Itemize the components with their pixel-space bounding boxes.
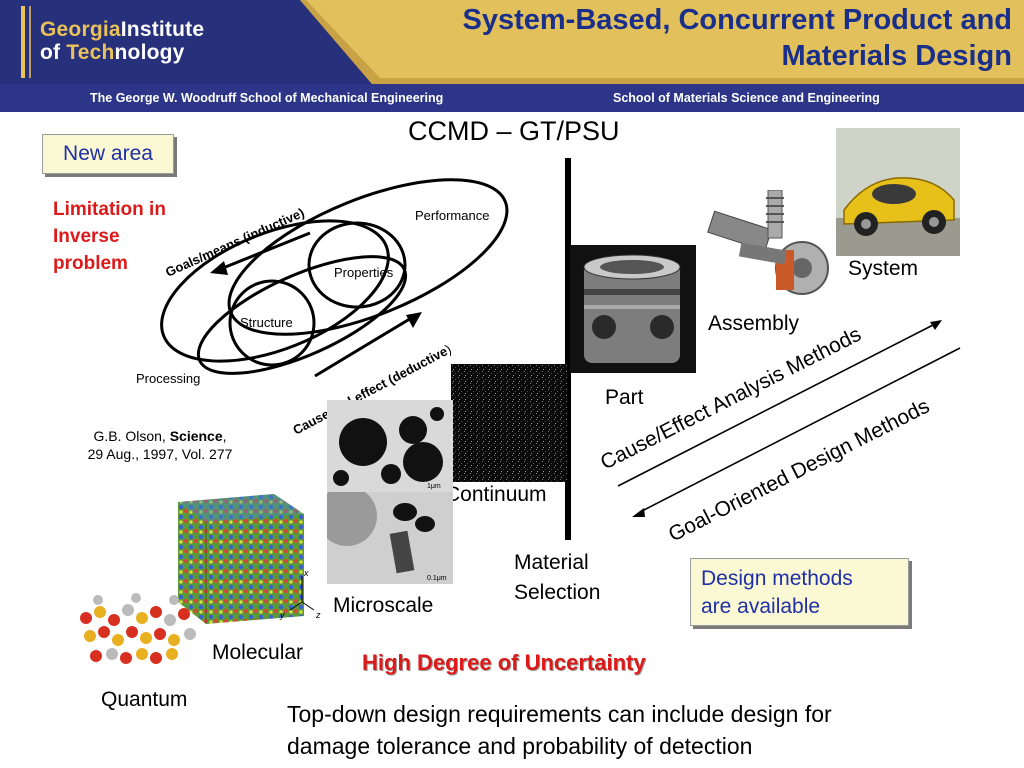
material-selection-line: Selection (514, 581, 601, 604)
arrow-head-right (406, 312, 422, 328)
limitation-line: Inverse (53, 226, 120, 247)
label-quantum: Quantum (101, 688, 188, 711)
arrow-goals-means (217, 231, 311, 272)
school-right: School of Materials Science and Engineer… (613, 91, 880, 105)
arrow-head-left (210, 261, 228, 275)
uncertainty-heading: High Degree of Uncertainty (362, 650, 646, 675)
car-image (836, 128, 960, 256)
georgia-tech-logo: GeorgiaInstitute of Technology (40, 18, 204, 64)
citation-date: 29 Aug., 1997, Vol. 277 (87, 446, 233, 462)
limitation-note: Limitation in Inverse problem (53, 196, 213, 277)
slide-title: System-Based, Concurrent Product and Mat… (312, 2, 1013, 74)
new-area-box: New area (42, 134, 174, 174)
bottom-line: Top-down design requirements can include… (287, 701, 832, 727)
arrow-cause-effect (314, 315, 414, 378)
bottom-line: damage tolerance and probability of dete… (287, 733, 753, 759)
method-arrows: Cause/Effect Analysis Methods Goal-Orien… (597, 320, 961, 546)
material-selection-line: Material (514, 551, 589, 574)
logo-word: of (40, 41, 67, 64)
label-properties: Properties (334, 265, 394, 280)
quantum-image (80, 593, 196, 664)
ellipse-structure (228, 279, 316, 367)
ellipse-properties (307, 221, 407, 309)
axis-y: y (279, 610, 285, 620)
school-left: The George W. Woodruff School of Mechani… (90, 91, 444, 105)
label-performance: Performance (415, 208, 489, 223)
limitation-line: problem (53, 253, 128, 274)
molecular-image: x y z (178, 494, 321, 624)
header-background (0, 0, 1024, 112)
microscale-image-2: 0.1μm (327, 492, 453, 584)
design-box-line: are available (701, 595, 821, 618)
assembly-image (700, 190, 830, 310)
bottom-statement: Top-down design requirements can include… (287, 698, 987, 762)
vertical-divider (565, 158, 571, 540)
axis-x: x (303, 568, 309, 578)
logo-word: Georgia (40, 18, 121, 41)
label-microscale: Microscale (333, 594, 434, 617)
title-line: Materials Design (781, 40, 1012, 72)
scale-bar-label: 1μm (427, 483, 441, 490)
design-methods-box: Design methods are available (690, 558, 909, 626)
label-part: Part (605, 386, 644, 409)
continuum-image (451, 364, 567, 482)
citation-author: G.B. Olson, (93, 428, 170, 444)
label-assembly: Assembly (708, 312, 800, 335)
arrow-head-up (930, 320, 942, 330)
label-molecular: Molecular (212, 641, 304, 664)
design-box-line: Design methods (701, 567, 853, 590)
limitation-line: Limitation in (53, 199, 166, 220)
arrow-cause-effect-methods (617, 323, 936, 487)
axis-z: z (315, 610, 321, 620)
citation: G.B. Olson, Science, 29 Aug., 1997, Vol.… (55, 427, 265, 463)
arrow-goal-oriented-methods (639, 347, 961, 513)
label-structure: Structure (240, 315, 293, 330)
microscale-image-1: 1μm (327, 400, 453, 492)
label-processing: Processing (136, 371, 200, 386)
citation-comma: , (222, 428, 227, 444)
label-system: System (848, 257, 919, 280)
logo-word: Institute (120, 18, 205, 41)
header-banner: GeorgiaInstitute of Technology System-Ba… (0, 0, 1024, 112)
label-continuum: Continuum (445, 483, 547, 506)
logo-word: nology (114, 41, 185, 64)
logo-word: Tech (66, 41, 115, 64)
label-material-selection: Material Selection (514, 548, 600, 608)
scale-bar-label: 0.1μm (427, 575, 447, 582)
arrow-head-down (632, 508, 645, 517)
ccmd-heading: CCMD – GT/PSU (408, 116, 620, 146)
part-image (570, 245, 696, 373)
title-line: System-Based, Concurrent Product and (462, 4, 1013, 36)
ellipse-processing-structure (160, 219, 390, 363)
citation-journal: Science (169, 428, 223, 444)
